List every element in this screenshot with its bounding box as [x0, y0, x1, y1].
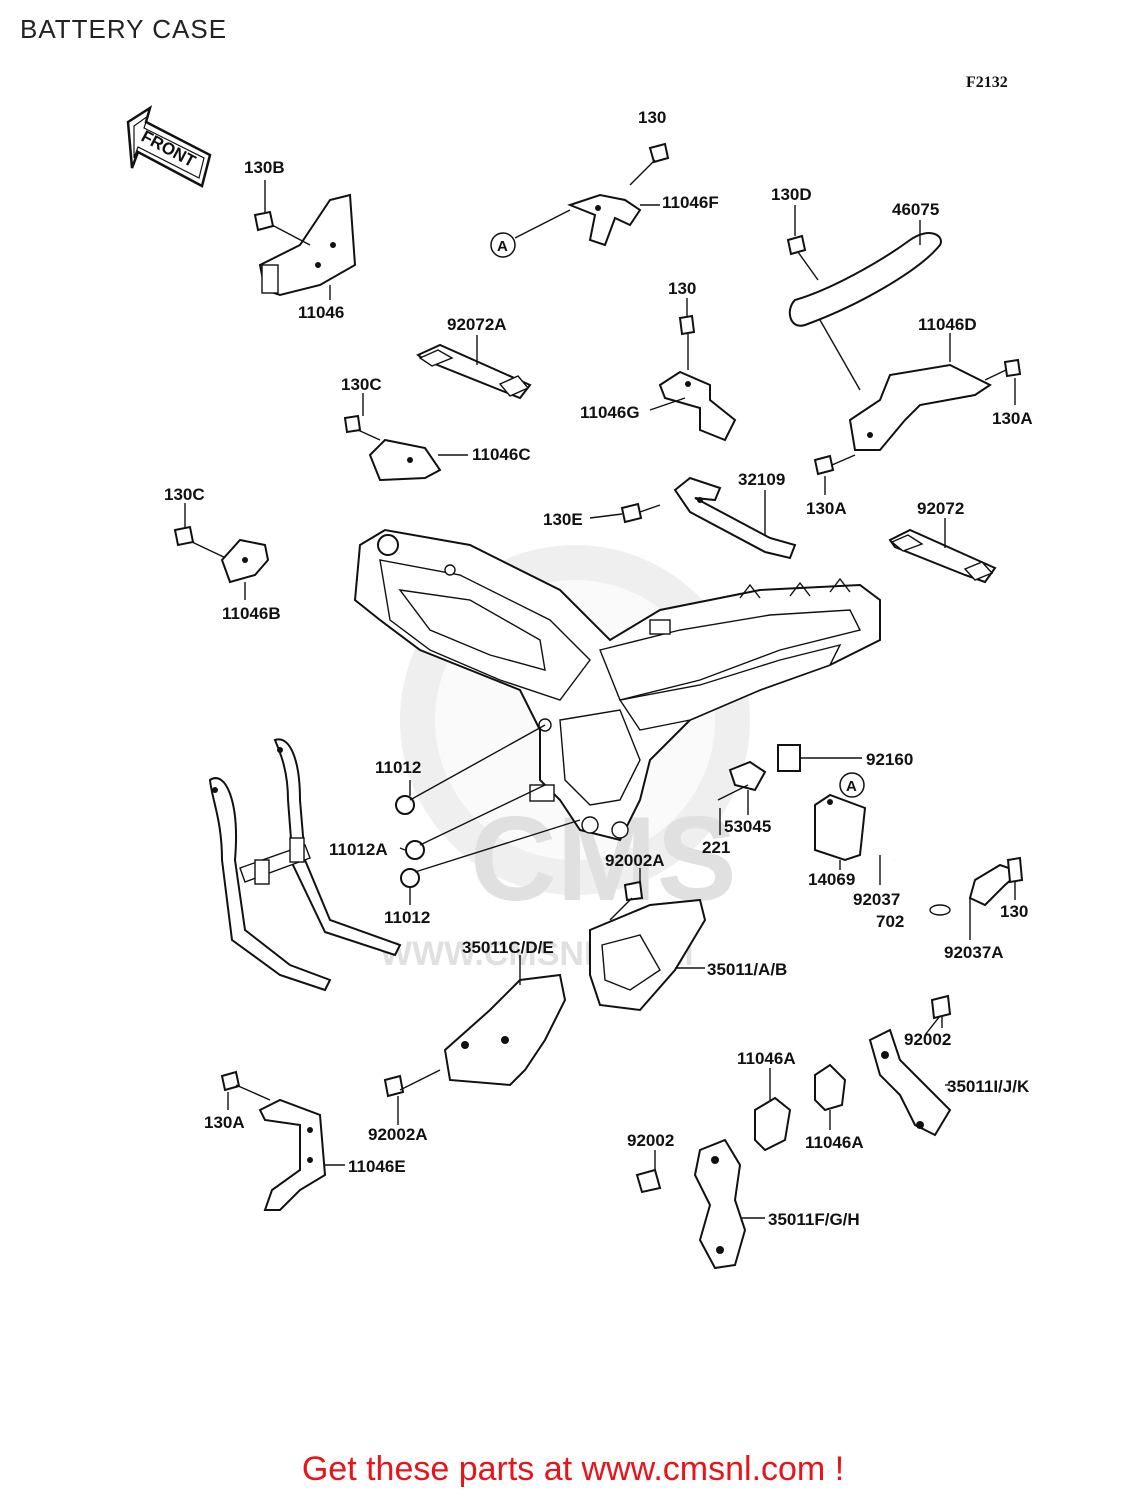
label-130A-mid: 130A — [806, 499, 847, 518]
label-130-top: 130 — [638, 108, 666, 127]
part-11046B — [220, 538, 270, 584]
part-130A-bolt-mid — [813, 454, 856, 476]
label-130E: 130E — [543, 510, 583, 529]
part-32109 — [673, 476, 797, 560]
label-130A-left: 130A — [204, 1113, 245, 1132]
rear-frame-rails — [208, 738, 402, 992]
part-11046D — [819, 319, 992, 451]
label-11046G: 11046G — [580, 403, 640, 422]
part-11046 — [258, 193, 357, 297]
callout-a-right: A — [839, 772, 865, 798]
footer-link[interactable]: Get these parts at www.cmsnl.com ! — [301, 1450, 845, 1488]
label-11046A-b: 11046A — [805, 1133, 864, 1152]
label-92002-left: 92002 — [627, 1131, 674, 1150]
label-11012-a: 11012 — [375, 758, 421, 777]
callout-a-top: A — [490, 209, 571, 258]
part-11046E — [258, 1098, 327, 1211]
label-11012A: 11012A — [329, 840, 388, 859]
part-92002-bolt-right — [924, 994, 952, 1036]
part-130A-bolt-right — [984, 358, 1022, 381]
label-35011FGH: 35011F/G/H — [768, 1210, 860, 1229]
label-11046A-a: 11046A — [737, 1049, 796, 1068]
part-14069 — [814, 793, 867, 862]
callout-a-right-label: A — [846, 778, 857, 795]
label-130-mid: 130 — [668, 279, 696, 298]
part-92002A-bolt-bottom — [383, 1069, 441, 1098]
part-53045 — [717, 760, 767, 801]
part-11046A-a — [754, 1096, 792, 1152]
callout-a-top-label: A — [497, 238, 508, 255]
part-92002A-bolt-top — [609, 880, 644, 921]
part-11046A-b — [814, 1063, 847, 1112]
part-35011FGH — [693, 1138, 747, 1270]
label-130A-right: 130A — [992, 409, 1033, 428]
label-11046B: 11046B — [222, 604, 281, 623]
part-130A-bolt-left — [220, 1070, 271, 1101]
part-702-hose — [894, 857, 938, 940]
part-130-bolt-mid — [678, 314, 696, 370]
label-35011IJK: 35011I/J/K — [947, 1077, 1030, 1096]
label-11046D: 11046D — [918, 315, 977, 334]
label-92002-right: 92002 — [904, 1030, 951, 1049]
label-11046F: 11046F — [662, 193, 719, 212]
part-92072-strap — [888, 528, 997, 584]
label-53045: 53045 — [724, 817, 771, 836]
label-11046: 11046 — [298, 303, 344, 322]
part-92072A-strap — [416, 343, 532, 400]
label-130B: 130B — [244, 158, 285, 177]
part-35011AB — [589, 898, 707, 1012]
label-32109: 32109 — [738, 470, 785, 489]
label-92160: 92160 — [866, 750, 913, 769]
label-35011AB: 35011/A/B — [707, 960, 787, 979]
label-11046C: 11046C — [472, 445, 531, 464]
part-11012-bushings — [395, 724, 581, 888]
label-130C-a: 130C — [341, 375, 382, 394]
label-46075: 46075 — [892, 200, 939, 219]
part-130-bolt-right — [1006, 856, 1024, 884]
label-92037A: 92037A — [944, 943, 1004, 962]
label-92002A-bottom: 92002A — [368, 1125, 428, 1144]
part-11046G — [658, 370, 737, 442]
part-labels: 130 11046F 130B 11046 130D 46075 130 920… — [164, 108, 1033, 1229]
label-92037: 92037 — [853, 890, 900, 909]
part-35011CDE — [443, 973, 567, 1087]
part-130C-bolt-b — [173, 525, 231, 561]
parts-diagram: CMS WWW.CMSNL.COM FRONT — [126, 105, 1033, 1270]
label-92002A-top: 92002A — [605, 851, 665, 870]
part-130B-bolt — [253, 210, 311, 246]
front-arrow: FRONT — [126, 105, 212, 188]
main-frame — [353, 528, 881, 842]
label-130-right: 130 — [1000, 902, 1028, 921]
label-130D: 130D — [771, 185, 812, 204]
label-11046E: 11046E — [348, 1157, 406, 1176]
part-130C-bolt-a — [343, 414, 381, 441]
part-92160 — [777, 744, 801, 772]
label-11012-b: 11012 — [384, 908, 430, 927]
label-702: 702 — [876, 912, 904, 931]
part-130D-bolt — [786, 234, 819, 281]
label-130C-b: 130C — [164, 485, 205, 504]
label-92072A: 92072A — [447, 315, 507, 334]
page-title: BATTERY CASE — [20, 14, 228, 44]
diagram-code: F2132 — [966, 74, 1008, 91]
label-92072: 92072 — [917, 499, 964, 518]
label-14069: 14069 — [808, 870, 855, 889]
part-11046F — [567, 193, 642, 247]
part-92002-bolt-left — [635, 1168, 662, 1194]
leader-lines — [184, 180, 1016, 1219]
part-130-bolt-top — [629, 142, 670, 186]
part-11046C — [368, 438, 442, 482]
part-46075 — [788, 232, 942, 327]
label-221: 221 — [702, 838, 730, 857]
label-35011CDE: 35011C/D/E — [462, 938, 554, 957]
part-130E-bolt — [620, 502, 661, 524]
part-35011IJK — [868, 1028, 952, 1137]
